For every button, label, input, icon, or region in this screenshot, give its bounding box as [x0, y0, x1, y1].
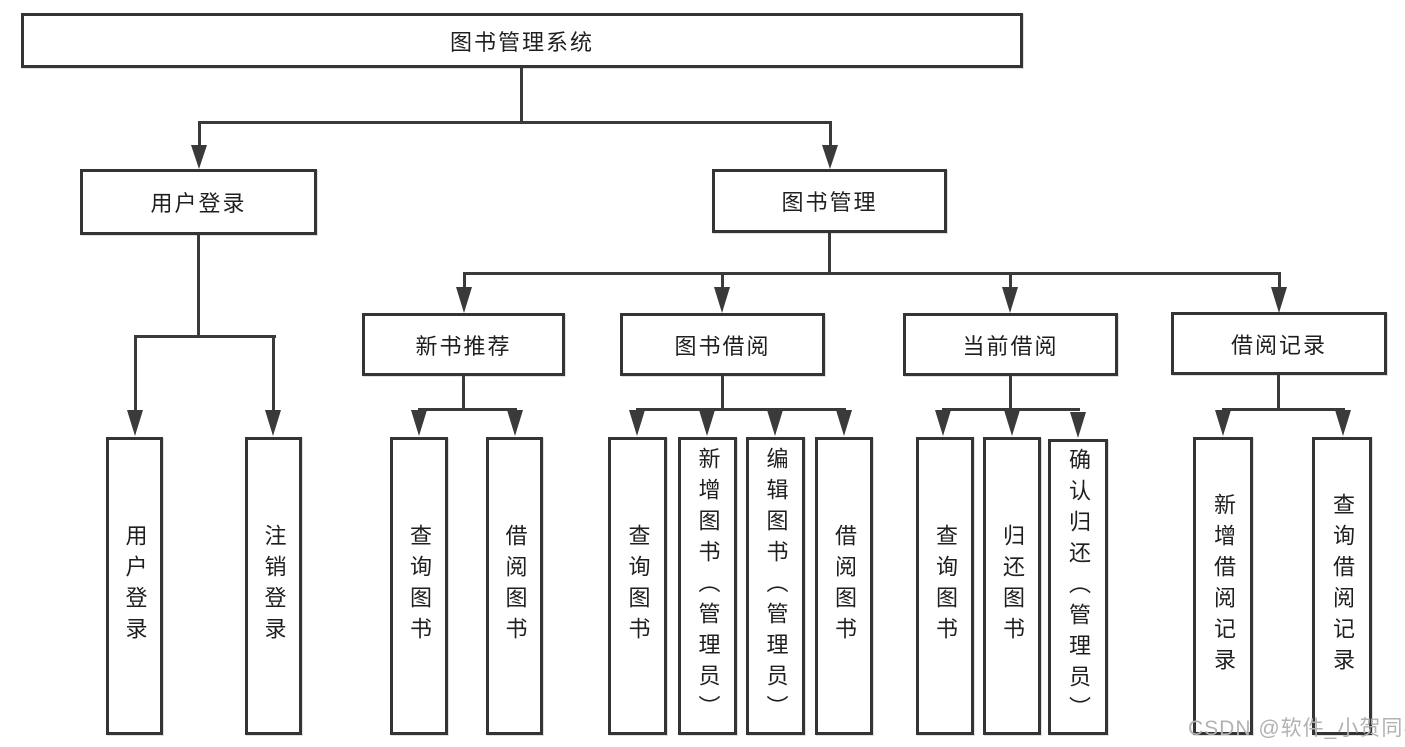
- arrow-down-icon: [507, 410, 523, 436]
- connector-line: [721, 272, 724, 288]
- leaf-borrow-edit-book-admin: 编辑图书（管理员）: [746, 437, 805, 735]
- connector-line: [520, 68, 523, 123]
- connector-line: [1277, 375, 1280, 410]
- arrow-down-icon: [935, 410, 951, 436]
- connector-line: [134, 335, 137, 411]
- connector-line: [134, 335, 276, 338]
- leaf-record-add-record: 新增借阅记录: [1193, 437, 1253, 735]
- arrow-down-icon: [822, 145, 838, 169]
- arrow-down-icon: [456, 287, 472, 313]
- node-book-mgmt: 图书管理: [712, 169, 947, 233]
- connector-line: [1222, 408, 1345, 411]
- connector-line: [198, 121, 201, 147]
- leaf-newbook-query-book: 查询图书: [390, 437, 448, 735]
- arrow-down-icon: [127, 410, 143, 436]
- connector-line: [1278, 272, 1281, 288]
- leaf-borrow-query-book: 查询图书: [608, 437, 667, 735]
- watermark: CSDN @软件_小贺同学: [1188, 717, 1405, 740]
- connector-line: [828, 233, 831, 274]
- node-root: 图书管理系统: [21, 13, 1023, 68]
- node-user-login: 用户登录: [80, 169, 317, 235]
- leaf-newbook-borrow-book: 借阅图书: [486, 437, 543, 735]
- connector-line: [198, 121, 832, 124]
- arrow-down-icon: [191, 145, 207, 169]
- arrow-down-icon: [1002, 287, 1018, 313]
- leaf-borrow-borrow-book: 借阅图书: [815, 437, 873, 735]
- leaf-record-query-record: 查询借阅记录: [1312, 437, 1372, 735]
- node-book-borrow: 图书借阅: [620, 313, 825, 376]
- arrow-down-icon: [1004, 410, 1020, 436]
- connector-line: [418, 408, 517, 411]
- connector-line: [272, 335, 275, 411]
- arrow-down-icon: [714, 287, 730, 313]
- connector-line: [829, 121, 832, 147]
- node-current-borrow: 当前借阅: [903, 313, 1118, 376]
- connector-line: [1009, 272, 1012, 288]
- connector-line: [636, 408, 846, 411]
- arrow-down-icon: [1271, 287, 1287, 313]
- leaf-logout-login: 注销登录: [245, 437, 302, 735]
- connector-line: [463, 272, 466, 288]
- arrow-down-icon: [265, 410, 281, 436]
- leaf-user-login: 用户登录: [106, 437, 163, 735]
- arrow-down-icon: [699, 410, 715, 436]
- leaf-current-return-book: 归还图书: [983, 437, 1041, 735]
- arrow-down-icon: [1215, 410, 1231, 436]
- arrow-down-icon: [411, 410, 427, 436]
- connector-line: [197, 235, 200, 337]
- connector-line: [462, 376, 465, 410]
- connector-line: [463, 272, 1281, 275]
- connector-line: [721, 376, 724, 410]
- arrow-down-icon: [1335, 410, 1351, 436]
- connector-line: [942, 408, 1080, 411]
- connector-line: [1009, 376, 1012, 410]
- leaf-current-confirm-return-admin: 确认归还（管理员）: [1048, 439, 1108, 735]
- node-new-book-recommend: 新书推荐: [362, 313, 565, 376]
- leaf-borrow-add-book-admin: 新增图书（管理员）: [678, 437, 737, 735]
- arrow-down-icon: [629, 410, 645, 436]
- arrow-down-icon: [1070, 412, 1086, 438]
- leaf-current-query-book: 查询图书: [916, 437, 974, 735]
- arrow-down-icon: [836, 410, 852, 436]
- arrow-down-icon: [767, 410, 783, 436]
- node-borrow-record: 借阅记录: [1171, 312, 1387, 375]
